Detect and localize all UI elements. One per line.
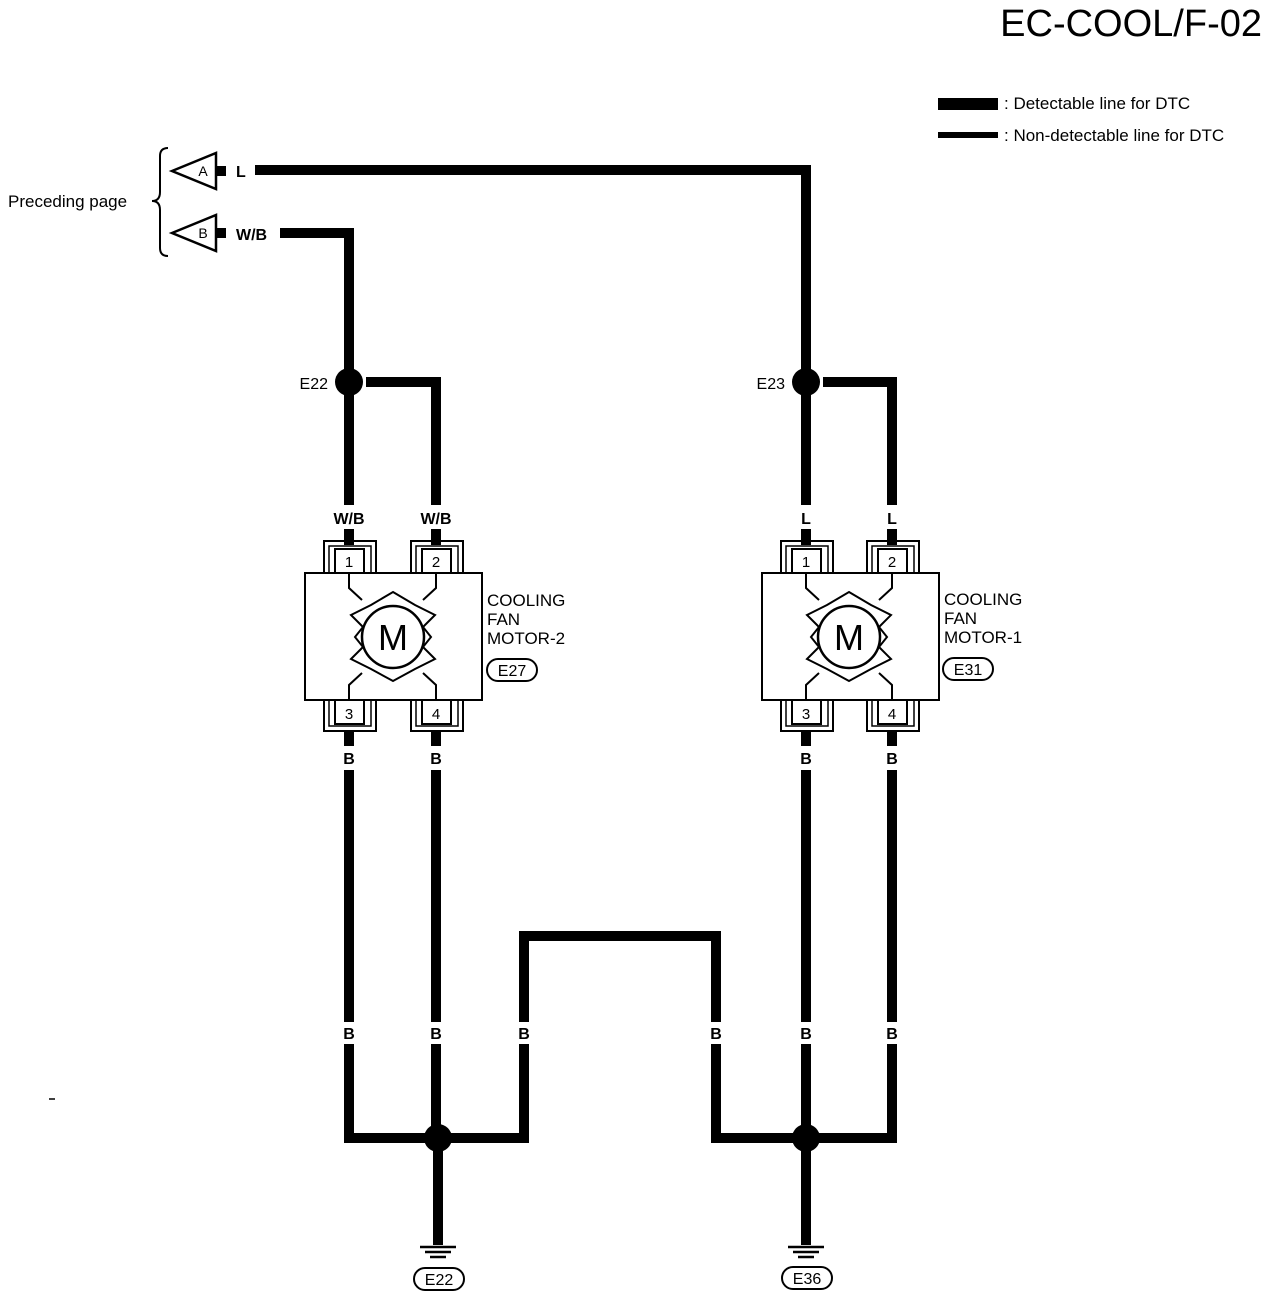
pin-2-label: 2	[888, 554, 896, 571]
motor-icon	[360, 604, 426, 670]
ground-icon	[420, 1245, 456, 1259]
ground-wire-label-4: B	[710, 1026, 722, 1043]
ground-wire-label-1: B	[343, 1026, 355, 1043]
motor-name-line-3: MOTOR-1	[944, 628, 1022, 647]
ground-junction-dot-right	[792, 1124, 820, 1152]
ground-icon	[788, 1245, 824, 1259]
connector-a-letter: A	[198, 163, 208, 179]
ground-wire-label-2: B	[430, 1026, 442, 1043]
pin-4-label: 4	[888, 706, 896, 723]
motor-name-line-1: COOLING	[487, 591, 565, 610]
junction-dot	[335, 368, 363, 396]
junction-e23[interactable]: E23	[757, 368, 820, 396]
motor-name-line-2: FAN	[487, 610, 520, 629]
wire-m1-pin4-ground	[806, 770, 897, 1143]
wire-wb-main	[280, 228, 354, 382]
ground-e22[interactable]: E22	[413, 1245, 465, 1291]
connector-a-triangle	[168, 151, 218, 191]
connector-b[interactable]: B W/B	[168, 213, 267, 253]
ground-junction-dot-left	[424, 1124, 452, 1152]
connector-badge-label: E27	[498, 663, 527, 680]
motor-name-line-2: FAN	[944, 609, 977, 628]
junction-e22[interactable]: E22	[300, 368, 363, 396]
ground-badge-label: E22	[425, 1272, 454, 1289]
motor2-pin3-wire-label: B	[343, 751, 355, 768]
top-wire-labels: W/B W/B L L	[328, 507, 902, 529]
connector-b-wire-label: W/B	[236, 227, 267, 244]
legend-detectable-line	[938, 98, 998, 110]
connector-badge	[942, 657, 994, 681]
motor-icon	[816, 604, 882, 670]
connector-a[interactable]: A L	[168, 151, 246, 191]
ground-wire-labels: B B B B B B	[340, 1022, 901, 1044]
motor2-pin4-wire-label: B	[430, 751, 442, 768]
junction-label: E23	[757, 376, 786, 393]
preceding-page-group: Preceding page	[8, 147, 169, 257]
cooling-fan-motor-2[interactable]: 1 2 3 4 M COOLING FAN MOTOR-2 E27	[304, 540, 565, 732]
motor2-pin1-wire-label: W/B	[333, 511, 364, 528]
motor2-pin2-wire-label: W/B	[420, 511, 451, 528]
wire-l-main	[255, 165, 811, 382]
cooling-fan-motor-1[interactable]: 1 2 3 4 M COOLING FAN MOTOR-1 E31	[761, 540, 1022, 732]
legend-non-detectable-label: : Non-detectable line for DTC	[1004, 126, 1224, 145]
brace	[151, 147, 169, 257]
connector-badge-label: E31	[954, 662, 983, 679]
legend-detectable-label: : Detectable line for DTC	[1004, 94, 1190, 113]
ground-e36[interactable]: E36	[781, 1245, 833, 1290]
ground-wire-label-6: B	[886, 1026, 898, 1043]
ground-badge	[781, 1266, 833, 1290]
junction-dot	[792, 368, 820, 396]
motor1-pin2-wire-label: L	[887, 511, 897, 528]
pin-1-label: 1	[345, 554, 353, 571]
pin-3-label: 3	[345, 706, 353, 723]
ground-wire-label-5: B	[800, 1026, 812, 1043]
page-id: EC-COOL/F-02	[1000, 3, 1262, 45]
pin-2-label: 2	[432, 554, 440, 571]
legend-non-detectable-line	[938, 132, 998, 138]
ground-badge-label: E36	[793, 1271, 822, 1288]
wire-ground-bridge	[438, 931, 806, 1143]
connector-a-wire-label: L	[236, 164, 246, 181]
connector-b-letter: B	[198, 225, 207, 241]
wire-e23-to-motor1-pin2	[823, 377, 897, 505]
wires	[255, 165, 897, 1245]
connector-a-terminal	[217, 166, 226, 176]
connector-b-triangle	[168, 213, 218, 253]
wire-e22-to-motor2-pin2	[366, 377, 441, 505]
legend: : Detectable line for DTC : Non-detectab…	[938, 94, 1224, 145]
wire-m2-pin3-ground	[344, 770, 438, 1143]
connector-b-terminal	[217, 228, 226, 238]
pin-4-label: 4	[432, 706, 440, 723]
motor1-pin4-wire-label: B	[886, 751, 898, 768]
motor-name-line-3: MOTOR-2	[487, 629, 565, 648]
motor1-pin1-wire-label: L	[801, 511, 811, 528]
pin-3-label: 3	[802, 706, 810, 723]
motor-name-line-1: COOLING	[944, 590, 1022, 609]
bottom-wire-labels: B B B B	[340, 747, 901, 769]
motor1-pin3-wire-label: B	[800, 751, 812, 768]
pin-housing	[323, 540, 377, 573]
motor-symbol: M	[834, 617, 864, 658]
pin-1-label: 1	[802, 554, 810, 571]
junction-label: E22	[300, 376, 329, 393]
connector-badge	[486, 658, 538, 682]
motor-symbol: M	[378, 617, 408, 658]
ground-wire-label-3: B	[518, 1026, 530, 1043]
ground-badge	[413, 1267, 465, 1291]
preceding-page-label: Preceding page	[8, 192, 127, 211]
